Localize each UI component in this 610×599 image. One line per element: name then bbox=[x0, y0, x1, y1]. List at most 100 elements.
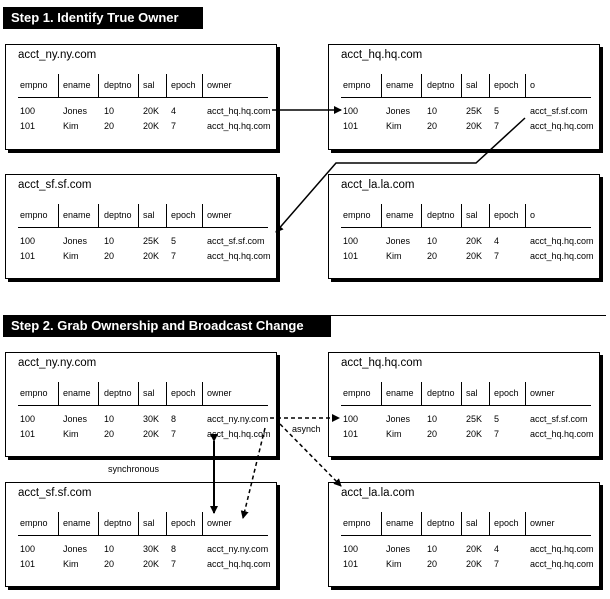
column-separator bbox=[58, 512, 59, 535]
column-header: epoch bbox=[494, 80, 519, 90]
table-cell: 20K bbox=[466, 121, 483, 131]
header-underline bbox=[18, 405, 268, 406]
table-cell: 7 bbox=[494, 429, 500, 439]
header-underline bbox=[18, 227, 268, 228]
panel-title: acct_la.la.com bbox=[341, 487, 415, 499]
column-header: empno bbox=[343, 210, 371, 220]
header-underline bbox=[341, 97, 591, 98]
table-cell: 7 bbox=[171, 251, 177, 261]
column-separator bbox=[489, 74, 490, 97]
table-cell: 100 bbox=[20, 544, 36, 554]
table-cell: 20K bbox=[143, 559, 160, 569]
table-cell: Kim bbox=[63, 121, 79, 131]
column-header: empno bbox=[20, 80, 48, 90]
column-separator bbox=[202, 512, 203, 535]
column-header: deptno bbox=[427, 388, 455, 398]
column-separator bbox=[525, 382, 526, 405]
table-cell: 100 bbox=[343, 236, 359, 246]
table-cell: acct_hq.hq.com bbox=[530, 251, 594, 261]
table-cell: acct_ny.ny.com bbox=[207, 544, 269, 554]
table-cell: acct_hq.hq.com bbox=[530, 559, 594, 569]
column-separator bbox=[202, 74, 203, 97]
column-header: sal bbox=[466, 210, 478, 220]
table-cell: 20 bbox=[104, 559, 115, 569]
column-separator bbox=[489, 512, 490, 535]
table-cell: 10 bbox=[104, 544, 115, 554]
table-cell: 20 bbox=[104, 429, 115, 439]
table-cell: 8 bbox=[171, 414, 177, 424]
table-cell: 20K bbox=[466, 544, 483, 554]
column-header: epoch bbox=[494, 518, 519, 528]
table-cell: 20 bbox=[427, 429, 438, 439]
column-separator bbox=[138, 204, 139, 227]
column-header: epoch bbox=[494, 210, 519, 220]
table-cell: 7 bbox=[494, 251, 500, 261]
table-cell: 10 bbox=[427, 236, 438, 246]
table-cell: Kim bbox=[63, 429, 79, 439]
column-header: empno bbox=[343, 80, 371, 90]
table-cell: acct_sf.sf.com bbox=[530, 106, 588, 116]
column-separator bbox=[58, 382, 59, 405]
column-header: owner bbox=[530, 388, 555, 398]
table-cell: 20K bbox=[143, 251, 160, 261]
table-cell: Kim bbox=[63, 559, 79, 569]
step-2-banner: Step 2. Grab Ownership and Broadcast Cha… bbox=[3, 315, 331, 337]
column-separator bbox=[138, 74, 139, 97]
column-separator bbox=[166, 204, 167, 227]
column-header: deptno bbox=[104, 388, 132, 398]
header-underline bbox=[341, 535, 591, 536]
column-separator bbox=[166, 512, 167, 535]
table-cell: 5 bbox=[494, 106, 500, 116]
table-cell: 20K bbox=[466, 559, 483, 569]
column-header: empno bbox=[20, 518, 48, 528]
column-separator bbox=[166, 74, 167, 97]
header-underline bbox=[18, 97, 268, 98]
column-separator bbox=[381, 74, 382, 97]
column-separator bbox=[381, 512, 382, 535]
table-cell: 7 bbox=[171, 559, 177, 569]
table-cell: Jones bbox=[63, 544, 88, 554]
column-separator bbox=[489, 204, 490, 227]
column-header: sal bbox=[143, 388, 155, 398]
table-cell: 4 bbox=[494, 236, 500, 246]
table-cell: 4 bbox=[494, 544, 500, 554]
table-cell: acct_hq.hq.com bbox=[207, 121, 271, 131]
column-header: epoch bbox=[171, 388, 196, 398]
table-cell: 10 bbox=[104, 106, 115, 116]
table-cell: 7 bbox=[494, 121, 500, 131]
table-cell: 20K bbox=[143, 121, 160, 131]
column-header: owner bbox=[207, 388, 232, 398]
panel-title: acct_sf.sf.com bbox=[18, 179, 92, 191]
table-cell: 20 bbox=[427, 251, 438, 261]
table-cell: Jones bbox=[386, 414, 411, 424]
table-cell: Jones bbox=[63, 236, 88, 246]
table-cell: Jones bbox=[386, 544, 411, 554]
table-cell: Jones bbox=[63, 106, 88, 116]
column-header: empno bbox=[343, 518, 371, 528]
table-cell: Jones bbox=[63, 414, 88, 424]
table-cell: acct_hq.hq.com bbox=[207, 106, 271, 116]
column-header: sal bbox=[143, 518, 155, 528]
column-separator bbox=[525, 74, 526, 97]
panel-title: acct_ny.ny.com bbox=[18, 357, 97, 369]
table-cell: 4 bbox=[171, 106, 177, 116]
table-cell: 20 bbox=[427, 559, 438, 569]
column-header: epoch bbox=[171, 80, 196, 90]
table-cell: Jones bbox=[386, 236, 411, 246]
column-header: ename bbox=[386, 388, 414, 398]
